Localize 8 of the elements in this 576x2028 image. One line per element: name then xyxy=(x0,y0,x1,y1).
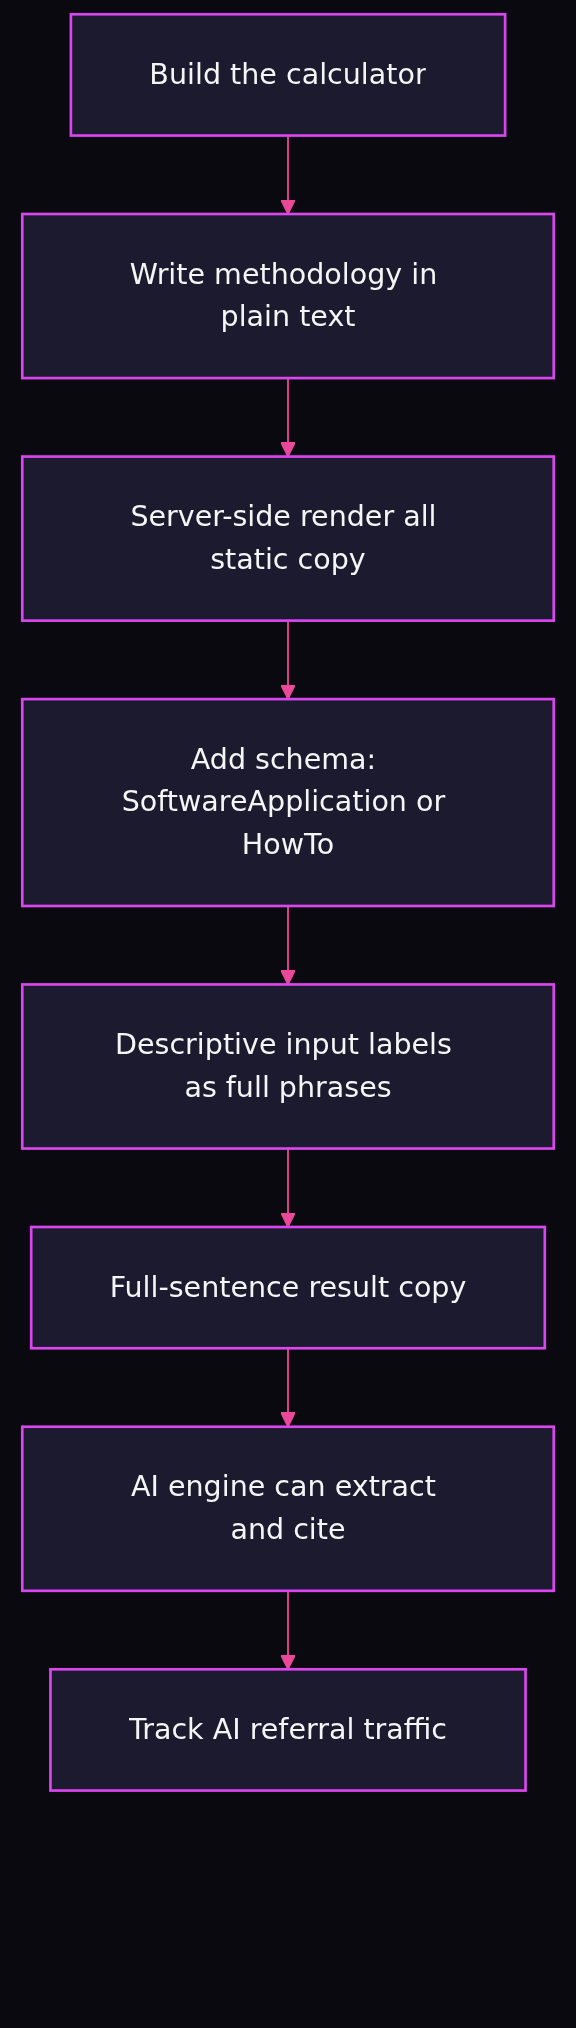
node-box: Descriptive input labels as full phrases xyxy=(20,983,556,1150)
node-box: Write methodology in plain text xyxy=(20,212,556,380)
node-box: Full-sentence result copy xyxy=(29,1225,547,1350)
node-box: Build the calculator xyxy=(69,12,507,137)
node-box: Track AI referral traffic xyxy=(49,1667,527,1792)
node-box: Server-side render all static copy xyxy=(20,455,556,622)
node-box: AI engine can extract and cite xyxy=(20,1425,556,1593)
node-box: Add schema: SoftwareApplication or HowTo xyxy=(20,697,556,908)
